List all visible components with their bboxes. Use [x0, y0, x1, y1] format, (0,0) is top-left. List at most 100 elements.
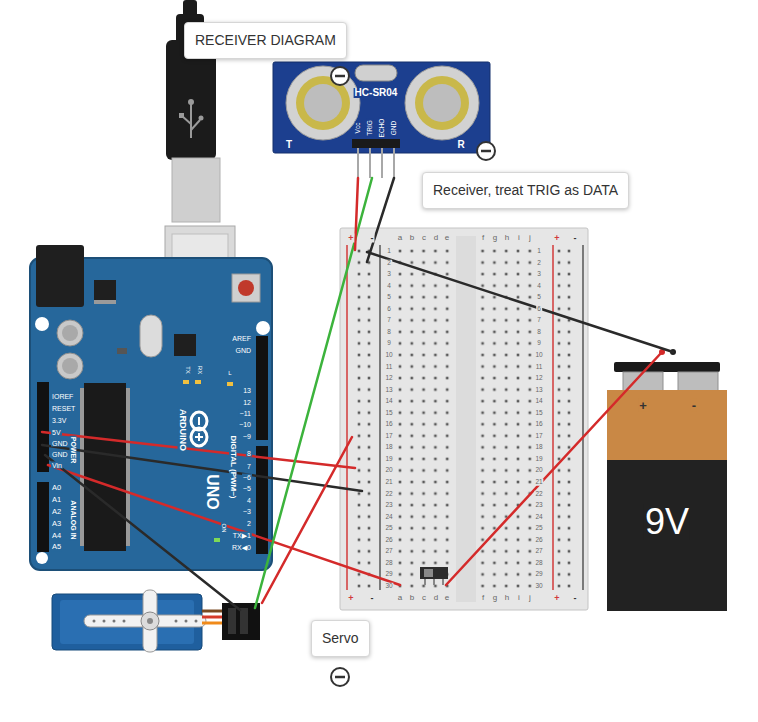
row-number: 30	[534, 583, 543, 590]
row-number: 2	[536, 259, 542, 266]
pin-label: Vcc	[355, 122, 362, 135]
usb-cable	[179, 113, 184, 118]
pin-label: A2	[51, 508, 62, 516]
note-handle	[331, 67, 349, 85]
pin-label: 4	[246, 497, 252, 504]
usb-cable	[191, 120, 200, 130]
column-letter: a	[397, 234, 403, 242]
row-number: 15	[534, 409, 543, 416]
column-letter: f	[481, 234, 485, 242]
arduino-board	[37, 482, 49, 552]
wires	[446, 352, 662, 585]
row-number: 18	[384, 444, 393, 451]
column-letter: g	[492, 234, 498, 242]
arduino-board	[140, 315, 162, 357]
servo-motor	[202, 616, 224, 619]
wires	[367, 178, 394, 262]
row-number: 28	[534, 560, 543, 567]
pin-label: AREF	[231, 335, 252, 342]
row-number: 21	[534, 479, 543, 486]
row-number: 12	[384, 375, 393, 382]
note-text: RECEIVER DIAGRAM	[195, 32, 336, 49]
ultrasonic-sensor	[423, 84, 461, 122]
battery	[678, 372, 718, 392]
column-letter: e	[444, 594, 450, 602]
note-box: Servo	[311, 620, 370, 657]
row-number: 8	[536, 329, 542, 336]
header-label: DIGITAL (PWM~)	[229, 434, 237, 499]
arduino-board	[117, 348, 127, 354]
servo-motor	[202, 622, 224, 625]
pin-label: A4	[51, 532, 62, 540]
arduino-board	[62, 358, 78, 374]
pin-label: Vin	[51, 462, 63, 469]
row-number: 26	[534, 537, 543, 544]
arduino-board	[94, 300, 116, 304]
module-name: HC-SR04	[354, 88, 399, 98]
usb-cable	[199, 116, 204, 121]
row-number: 23	[534, 502, 543, 509]
servo-motor	[103, 620, 106, 623]
column-letter: c	[421, 234, 427, 242]
row-number: 24	[384, 513, 393, 520]
row-number: 25	[384, 525, 393, 532]
pin-label: GND	[391, 120, 398, 136]
row-number: 27	[384, 548, 393, 555]
arduino-board	[36, 245, 84, 307]
slide-switch	[433, 579, 435, 585]
row-number: 5	[386, 294, 392, 301]
row-number: 8	[386, 329, 392, 336]
note-box: RECEIVER DIAGRAM	[184, 22, 347, 59]
ultrasonic-sensor	[405, 66, 479, 140]
arduino-board	[214, 538, 220, 542]
header-label: POWER	[70, 436, 77, 464]
column-letter: i	[517, 234, 521, 242]
row-number: 21	[384, 479, 393, 486]
row-number: 1	[386, 248, 392, 255]
servo-motor	[113, 620, 116, 623]
pin-label: 7	[246, 463, 252, 470]
servo-motor	[52, 590, 260, 652]
note-text: Servo	[322, 630, 359, 647]
note-handle	[335, 75, 345, 78]
row-number: 6	[536, 306, 542, 313]
ultrasonic-sensor	[304, 84, 342, 122]
row-number: 4	[386, 282, 392, 289]
note-handle	[477, 142, 495, 160]
breadboard	[557, 245, 577, 592]
board-model: UNO	[204, 473, 220, 511]
ultrasonic-sensor	[357, 148, 359, 178]
wires	[262, 437, 352, 603]
pin-label: ~9	[242, 433, 252, 440]
row-number: 7	[386, 317, 392, 324]
arduino-logo	[198, 433, 200, 441]
row-number: 15	[384, 409, 393, 416]
row-number: 29	[384, 571, 393, 578]
ultrasonic-sensor	[273, 62, 490, 153]
ultrasonic-sensor	[273, 62, 490, 178]
slide-switch	[420, 567, 448, 585]
note-handle	[477, 142, 495, 160]
breadboard	[340, 228, 588, 610]
led-label: L	[227, 370, 232, 376]
slide-switch	[420, 567, 448, 579]
rail-sign: +	[347, 594, 354, 603]
row-number: 20	[384, 467, 393, 474]
column-letter: h	[504, 234, 510, 242]
row-number: 27	[534, 548, 543, 555]
breadboard	[456, 236, 476, 602]
header-label: ANALOG IN	[70, 499, 77, 540]
column-letter: j	[528, 234, 532, 242]
usb-cable	[188, 99, 194, 105]
row-number: 14	[534, 398, 543, 405]
arduino-board	[94, 280, 116, 300]
row-number: 10	[384, 352, 393, 359]
slide-switch	[424, 569, 433, 577]
column-letter: b	[409, 594, 415, 602]
ultrasonic-sensor	[286, 66, 360, 140]
pin-label: 5V	[51, 429, 62, 436]
battery-voltage: 9V	[644, 504, 690, 540]
pin-label: A1	[51, 496, 62, 504]
column-letter: h	[504, 594, 510, 602]
pin-label: 8	[246, 450, 252, 457]
